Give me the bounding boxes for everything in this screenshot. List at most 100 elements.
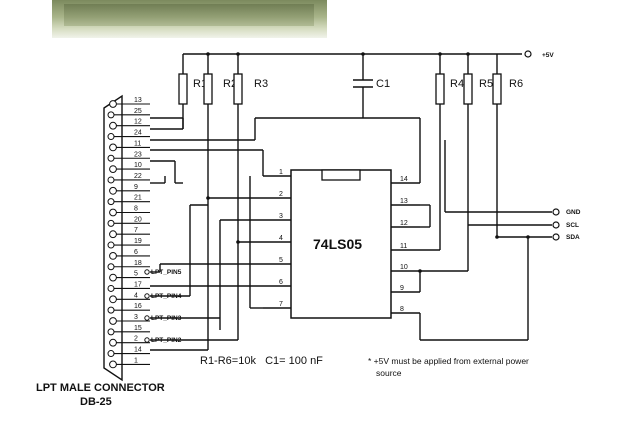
- connector-pin-number: 23: [134, 151, 142, 158]
- sda-terminal: [552, 233, 560, 241]
- power-footnote-cont: source: [376, 368, 402, 378]
- connector-pin-number: 7: [134, 227, 138, 234]
- connector-pin-number: 1: [134, 357, 138, 364]
- connector-pin: [107, 219, 115, 227]
- sda-label: SDA: [566, 234, 580, 241]
- connector-pin-number: 6: [134, 249, 138, 256]
- connector-pin: [109, 100, 117, 108]
- connector-pin-numbers: 1312111098765432125242322212019181716151…: [134, 97, 142, 364]
- resistor-r4: R4: [435, 54, 464, 250]
- connector-pin-number: 10: [134, 162, 142, 169]
- connector-pin-number: 16: [134, 303, 142, 310]
- supply-label: +5V: [542, 52, 554, 59]
- resistor-r3: R3: [233, 54, 268, 330]
- resistor-label-r6: R6: [509, 78, 523, 90]
- svg-text:11: 11: [400, 243, 407, 250]
- resistor-r5: R5: [463, 54, 493, 225]
- connector-pin: [109, 338, 117, 347]
- db25-connector: 1312111098765432125242322212019181716151…: [103, 94, 182, 382]
- connector-pin: [107, 241, 115, 249]
- connector-pin: [109, 317, 117, 325]
- connector-pin-number: 17: [134, 281, 142, 288]
- supply-rail: +5V: [183, 50, 554, 59]
- svg-text:2: 2: [279, 191, 283, 198]
- connector-pin-number: 21: [134, 195, 142, 202]
- lpt-pin4-label: LPT_PIN4: [151, 293, 182, 300]
- svg-text:7: 7: [279, 301, 283, 308]
- scl-label: SCL: [566, 222, 579, 229]
- connector-pin-number: 22: [134, 173, 142, 180]
- connector-pin-number: 5: [134, 271, 138, 278]
- connector-pin-number: 9: [134, 184, 138, 191]
- connector-pin-number: 2: [134, 336, 138, 343]
- connector-pin: [109, 230, 117, 239]
- board-photo: [52, 0, 327, 38]
- connector-pin-number: 12: [134, 119, 142, 126]
- connector-pin-number: 14: [134, 347, 142, 354]
- svg-text:12: 12: [400, 220, 408, 227]
- connector-pin-number: 18: [134, 260, 142, 267]
- svg-text:14: 14: [400, 176, 408, 183]
- connector-pin-number: 8: [134, 206, 138, 213]
- resistor-r6: R6: [492, 54, 523, 237]
- power-footnote: * +5V must be applied from external powe…: [368, 356, 529, 366]
- connector-pin-number: 20: [134, 216, 142, 223]
- svg-text:13: 13: [400, 198, 408, 205]
- ic-left-pins: 1 2 3 4 5 6 7: [263, 169, 291, 309]
- connector-pin-number: 19: [134, 238, 142, 245]
- connector-pin-number: 15: [134, 325, 142, 332]
- connector-pin: [109, 273, 117, 282]
- svg-text:9: 9: [400, 285, 404, 292]
- lpt-pin5-label: LPT_PIN5: [151, 269, 182, 276]
- resistor-label-r5: R5: [479, 78, 493, 90]
- connector-pin: [107, 263, 115, 271]
- connector-pin-number: 11: [134, 140, 141, 147]
- ic-notch: [321, 169, 361, 181]
- gnd-terminal: [552, 208, 560, 216]
- lpt-pin3-label: LPT_PIN3: [151, 315, 182, 322]
- connector-subtitle: DB-25: [80, 396, 112, 408]
- connector-pins: [107, 100, 150, 369]
- ic-right-pins: 14 13 12 11 10 9 8: [391, 176, 420, 314]
- connector-pin: [107, 111, 115, 119]
- connector-pin: [109, 252, 117, 260]
- connector-pin-number: 4: [134, 292, 138, 299]
- capacitor-c1: C1: [353, 54, 390, 118]
- connector-pin-number: 13: [134, 97, 142, 104]
- resistor-label-r4: R4: [450, 78, 464, 90]
- connector-pin: [107, 284, 115, 292]
- svg-text:4: 4: [279, 235, 283, 242]
- connector-pin: [107, 350, 115, 358]
- connector-pin: [109, 360, 117, 369]
- connector-pin: [109, 143, 117, 152]
- signal-terminals: GND SCL SDA: [552, 208, 581, 241]
- connector-pin: [109, 121, 117, 130]
- connector-pin: [107, 306, 115, 314]
- svg-text:8: 8: [400, 306, 404, 313]
- connector-pin-number: 24: [134, 130, 142, 137]
- connector-pin: [107, 176, 115, 184]
- capacitor-label: C1: [376, 78, 390, 90]
- svg-text:6: 6: [279, 279, 283, 286]
- component-values-note: R1-R6=10k C1= 100 nF: [200, 355, 323, 367]
- connector-pin: [109, 186, 117, 195]
- svg-text:3: 3: [279, 213, 283, 220]
- connector-pin-number: 25: [134, 108, 142, 115]
- connector-pin: [107, 198, 115, 206]
- scl-terminal: [552, 221, 560, 229]
- svg-text:1: 1: [279, 169, 283, 176]
- ic-name: 74LS05: [313, 236, 362, 252]
- wiring: [150, 117, 552, 351]
- svg-text:5: 5: [279, 257, 283, 264]
- gnd-label: GND: [566, 209, 581, 216]
- svg-text:10: 10: [400, 264, 408, 271]
- connector-pin: [107, 328, 115, 336]
- connector-pin: [109, 208, 117, 217]
- lpt-pin2-label: LPT_PIN2: [151, 337, 182, 344]
- connector-pin: [109, 295, 117, 304]
- resistor-label-r3: R3: [254, 78, 268, 90]
- connector-pin: [107, 133, 115, 141]
- connector-title: LPT MALE CONNECTOR: [36, 382, 165, 394]
